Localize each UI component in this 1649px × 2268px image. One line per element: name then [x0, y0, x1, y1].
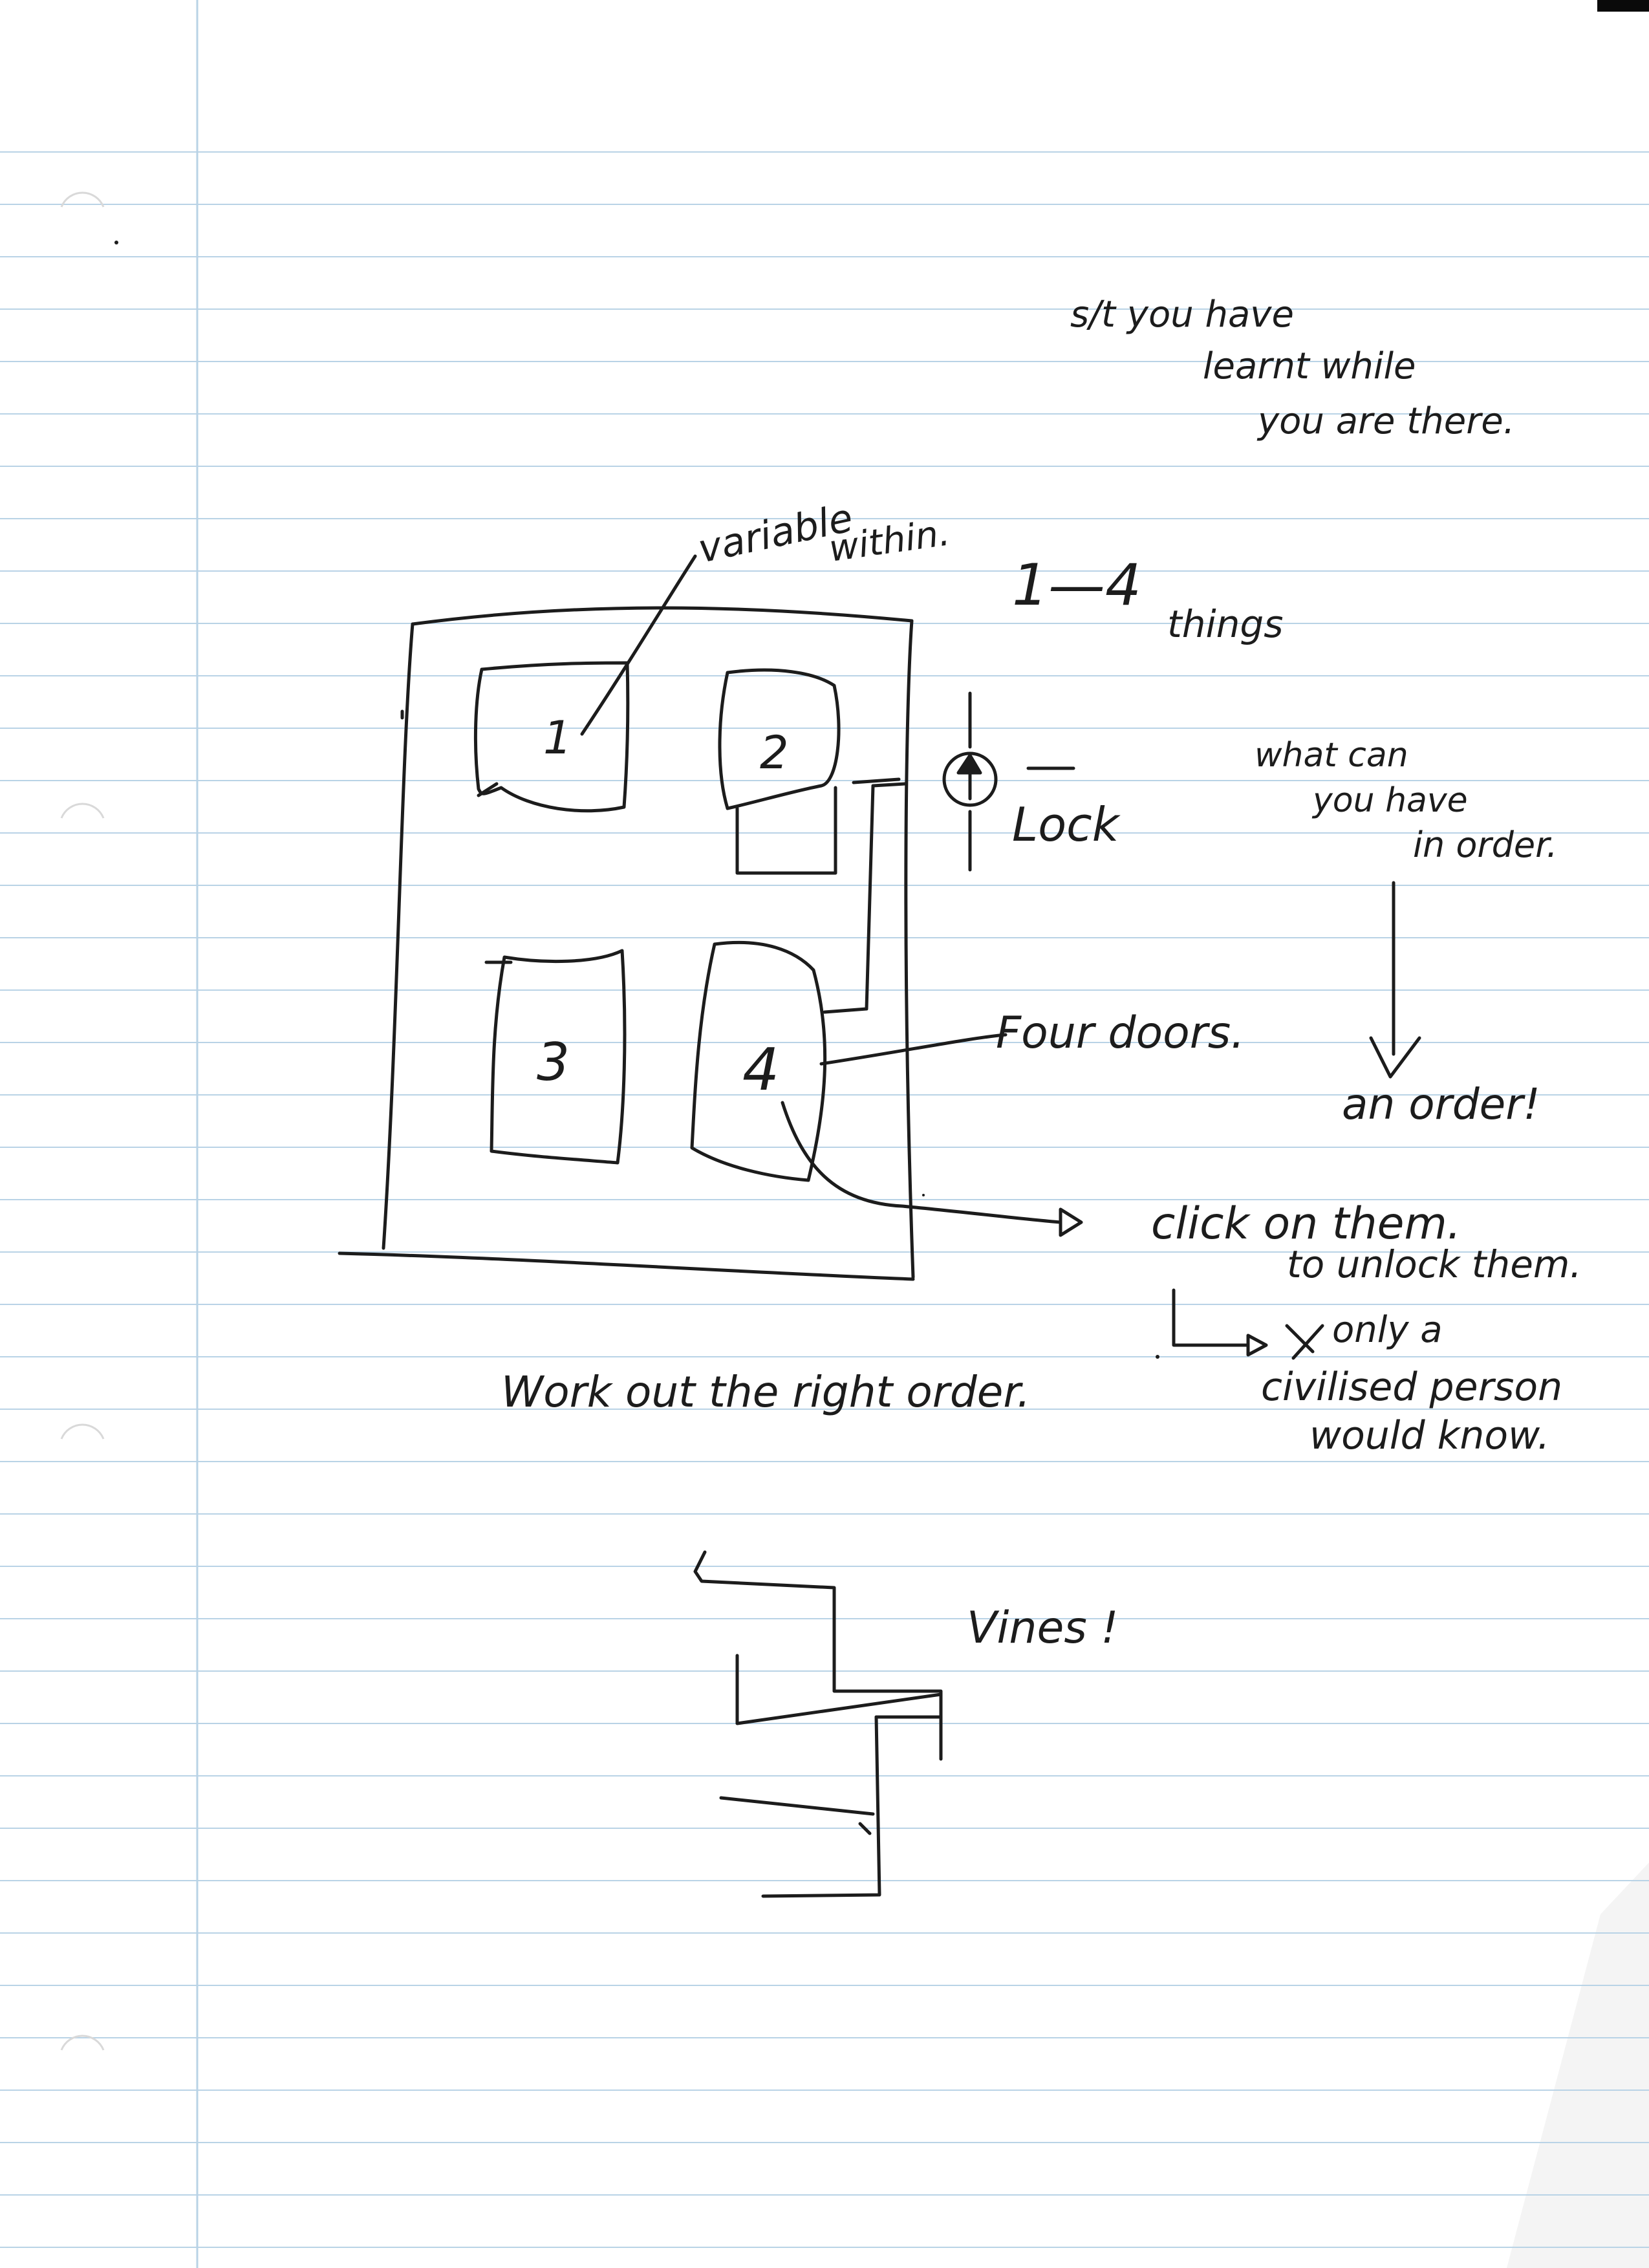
- vines-sketch: [693, 1550, 943, 1898]
- click-arrowhead: [1059, 1207, 1083, 1237]
- ink-dot: [114, 241, 118, 244]
- click-label-line2: to unlock them.: [1287, 1242, 1582, 1286]
- door-3[interactable]: [484, 949, 627, 1165]
- civilised-arrow-shaft: [1172, 1288, 1250, 1347]
- door-3-number: 3: [537, 1032, 570, 1092]
- wall-left-edge: [382, 622, 415, 1250]
- an-order-label: an order!: [1342, 1079, 1540, 1129]
- what-can-line3: in order.: [1413, 825, 1558, 865]
- click-label-line1: click on them.: [1151, 1198, 1461, 1249]
- lock-label: Lock: [1012, 797, 1121, 852]
- punch-hole-2: [60, 803, 105, 819]
- learnt-line2: learnt while: [1203, 345, 1416, 387]
- work-out-label: Work out the right order.: [501, 1367, 1030, 1417]
- door-4[interactable]: [690, 940, 827, 1182]
- punch-hole-1: [60, 191, 105, 208]
- ruled-lines: [0, 151, 1649, 2248]
- crossed-out-mark: [1285, 1324, 1324, 1360]
- things-label: things: [1167, 602, 1283, 646]
- lock-icon[interactable]: [942, 691, 1075, 872]
- punch-hole-3: [60, 1423, 105, 1440]
- punch-hole-4: [60, 2035, 105, 2051]
- vines-label: Vines !: [967, 1603, 1119, 1654]
- wall-sketch: [338, 606, 915, 1281]
- door-1-number: 1: [543, 711, 572, 764]
- wall-bottom-edge: [338, 1251, 915, 1281]
- what-can-line1: what can: [1255, 736, 1408, 775]
- door-4-number: 4: [742, 1036, 779, 1104]
- order-arrowhead: [1369, 1036, 1421, 1079]
- door-2-number: 2: [760, 726, 789, 779]
- civilised-line3: would know.: [1310, 1413, 1549, 1458]
- civilised-line2: civilised person: [1261, 1365, 1562, 1410]
- learnt-line1: s/t you have: [1070, 294, 1294, 336]
- learnt-line3: you are there.: [1256, 400, 1514, 442]
- range-label: 1—4: [1012, 552, 1141, 618]
- wall-right-edge: [904, 619, 915, 1279]
- click-leader: [781, 1101, 1062, 1224]
- four-doors-leader: [819, 1033, 1008, 1066]
- civilised-line1: only a: [1332, 1309, 1443, 1351]
- torn-corner: [1507, 1863, 1649, 2268]
- variable-leader: [580, 554, 697, 736]
- lock-wire: [823, 782, 907, 1014]
- civilised-arrowhead: [1246, 1334, 1268, 1357]
- four-doors-label: Four doors.: [996, 1008, 1245, 1059]
- door-2[interactable]: [718, 668, 901, 875]
- ink-dot: [922, 1194, 925, 1196]
- punch-holes: [60, 191, 105, 2051]
- ink-dot: [1156, 1355, 1159, 1359]
- door-1[interactable]: [473, 661, 630, 813]
- scan-corner-shadow: [1597, 0, 1649, 12]
- what-can-line2: you have: [1311, 781, 1468, 820]
